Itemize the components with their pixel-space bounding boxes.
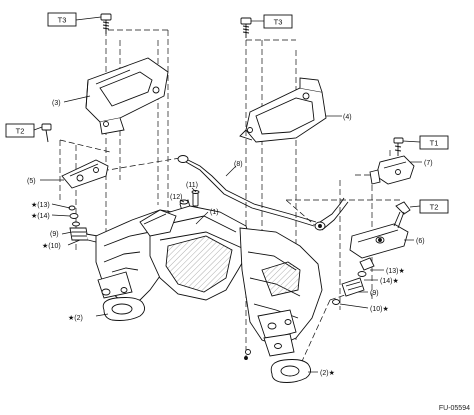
label-part-9-left: (9) xyxy=(50,231,59,238)
bracket-7 xyxy=(369,155,415,185)
label-part-11: (11) xyxy=(186,182,198,189)
gasket-right-2 xyxy=(270,359,311,383)
leader-lines xyxy=(33,16,422,373)
intake-manifold-1 xyxy=(95,205,323,360)
label-part-7: (7) xyxy=(424,160,433,167)
label-part-9-right: (9) xyxy=(370,290,379,297)
label-part-4: (4) xyxy=(343,114,352,121)
bracket-3 xyxy=(85,57,169,135)
label-part-13-right: (13)★ xyxy=(386,267,405,275)
torque-label-t3-right: T3 xyxy=(263,14,293,29)
figure-code: FU-05594 xyxy=(439,405,470,412)
label-part-13-left: ★(13) xyxy=(31,201,50,209)
svg-text:T1: T1 xyxy=(430,139,439,148)
label-part-1: (1) xyxy=(210,209,219,216)
torque-label-t3-left: T3 xyxy=(47,12,77,27)
torque-label-t1-right: T1 xyxy=(419,135,449,150)
label-part-14-left: ★(14) xyxy=(31,212,50,220)
label-part-5: (5) xyxy=(27,178,36,185)
part-labels: (3) (4) (5) (7) (8) (11) (12) (1) (6) ★(… xyxy=(27,100,433,377)
t3-bolt-left xyxy=(100,13,112,34)
gasket-left-2 xyxy=(102,297,145,321)
label-part-8: (8) xyxy=(234,161,243,168)
label-part-10-right: (10)★ xyxy=(370,305,389,313)
label-part-3: (3) xyxy=(52,100,61,107)
torque-label-t2-left: T2 xyxy=(5,123,35,138)
label-part-14-right: (14)★ xyxy=(380,277,399,285)
fuel-rail-6 xyxy=(349,201,411,259)
injector-left xyxy=(68,205,99,243)
fuel-pipe-8 xyxy=(177,155,349,231)
label-part-2-left: ★(2) xyxy=(68,314,83,322)
svg-text:T2: T2 xyxy=(430,203,439,212)
label-part-6: (6) xyxy=(416,238,425,245)
t2-bolt-left xyxy=(41,123,52,143)
t1-bolt xyxy=(393,137,404,156)
label-part-2-right: (2)★ xyxy=(320,369,335,377)
t3-bolt-right xyxy=(240,17,252,38)
svg-text:T3: T3 xyxy=(274,18,283,27)
fuel-pipe-holder-5 xyxy=(61,159,109,189)
bolt-11 xyxy=(191,190,200,207)
label-part-12: (12) xyxy=(170,194,182,201)
injector-right xyxy=(332,257,375,305)
svg-text:T2: T2 xyxy=(16,127,25,136)
torque-label-t2-right: T2 xyxy=(419,199,449,214)
svg-text:T3: T3 xyxy=(58,16,67,25)
bracket-4 xyxy=(239,77,327,143)
label-part-10-left: ★(10) xyxy=(42,242,61,250)
